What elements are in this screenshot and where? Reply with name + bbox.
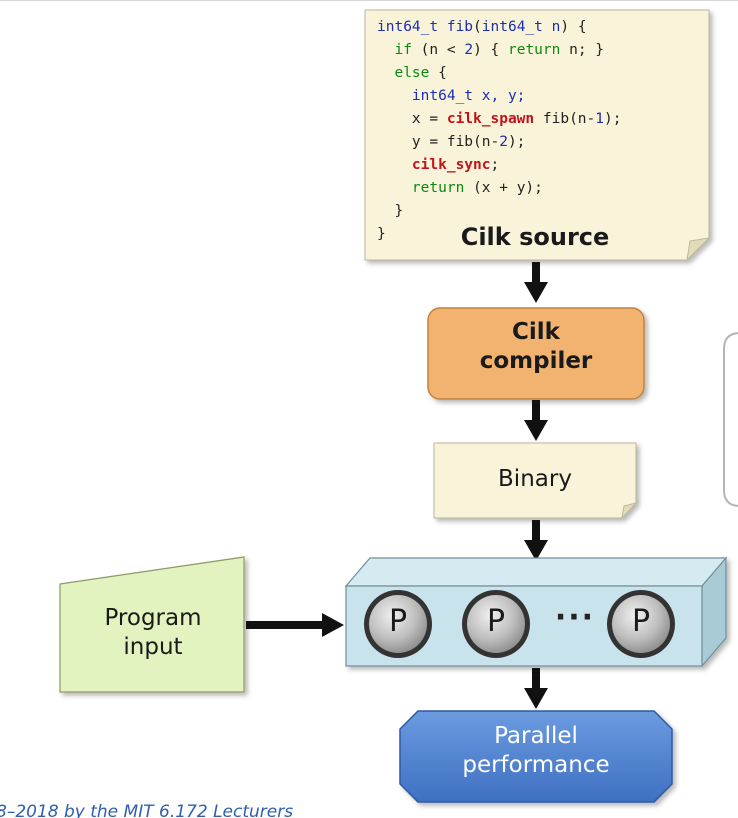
code-token: (n <	[411, 42, 465, 58]
processor-1	[364, 590, 432, 658]
code-token: return	[507, 42, 561, 58]
code-token	[377, 180, 412, 196]
code-token	[377, 157, 412, 173]
code-token: fib	[446, 19, 474, 35]
arrow-compiler-to-binary	[524, 400, 548, 441]
code-token: }	[377, 226, 386, 242]
code-token: if	[394, 42, 412, 58]
code-line: else {	[377, 65, 447, 81]
processor-2-label: P	[486, 604, 506, 639]
code-line: int64_t x, y;	[377, 88, 526, 104]
processor-1-label: P	[388, 604, 408, 639]
code-token: else	[394, 65, 430, 81]
code-token: y = fib(n-	[377, 134, 500, 150]
program-input-box	[59, 556, 245, 693]
code-token: );	[604, 111, 622, 127]
code-token: x =	[377, 111, 447, 127]
parallel-performance-box	[399, 710, 673, 803]
code-token	[377, 65, 394, 81]
code-token: cilk_sync	[411, 157, 491, 173]
code-token	[377, 42, 394, 58]
code-token: int64_t	[481, 19, 552, 35]
code-line: if (n < 2) { return n; }	[377, 42, 604, 58]
machine-top-face	[344, 557, 728, 587]
code-token: 2	[464, 42, 474, 58]
arrow-machine-to-performance	[524, 668, 548, 709]
binary-note-fold	[621, 502, 638, 520]
copyright-footer: 8–2018 by the MIT 6.172 Lecturers	[0, 802, 294, 818]
code-token: n	[551, 19, 561, 35]
code-token: {	[429, 65, 447, 81]
code-token: return	[411, 180, 465, 196]
cilk-compiler-label: Cilk compiler	[479, 319, 593, 375]
code-line: return (x + y);	[377, 180, 543, 196]
processor-2	[462, 590, 530, 658]
arrow-binary-to-machine	[524, 520, 548, 561]
code-line: y = fib(n-2);	[377, 134, 526, 150]
program-input-label: Program input	[104, 605, 202, 661]
processor-3-label: P	[631, 604, 651, 639]
fib-source-code: int64_t fib(int64_t n) { if (n < 2) { re…	[377, 16, 621, 246]
code-token: 2	[499, 134, 508, 150]
code-token: ) {	[473, 42, 508, 58]
code-token: cilk_spawn	[446, 111, 535, 127]
code-token: fib(n-	[534, 111, 596, 127]
code-token: ;	[490, 157, 500, 173]
code-token: );	[507, 134, 526, 150]
code-token: int64_t x, y;	[411, 88, 526, 104]
arrow-input-to-machine	[246, 613, 344, 637]
code-token	[377, 88, 412, 104]
cilk-source-label: Cilk source	[460, 223, 610, 251]
cilk-compiler-box	[427, 307, 645, 400]
code-line: cilk_sync;	[377, 157, 499, 173]
code-token: (x + y);	[464, 180, 543, 196]
code-line: int64_t fib(int64_t n) {	[377, 19, 587, 35]
code-line: }	[377, 203, 403, 219]
top-divider	[0, 0, 738, 1]
code-token: (	[473, 19, 482, 35]
code-token: }	[377, 203, 404, 219]
cilk-source-note-fold	[686, 237, 711, 262]
code-token: 1	[595, 111, 604, 127]
processor-3	[607, 590, 675, 658]
code-token: n; }	[560, 42, 605, 58]
code-token: ) {	[560, 19, 587, 35]
binary-label: Binary	[498, 466, 572, 492]
ellipsis-dots: ···	[554, 600, 596, 635]
code-line: x = cilk_spawn fib(n-1);	[377, 111, 622, 127]
arrow-source-to-compiler	[524, 262, 548, 303]
code-token: int64_t	[377, 19, 447, 35]
parallel-performance-label: Parallel performance	[462, 723, 610, 779]
right-callout-outline	[723, 332, 738, 507]
code-line: }	[377, 226, 386, 242]
